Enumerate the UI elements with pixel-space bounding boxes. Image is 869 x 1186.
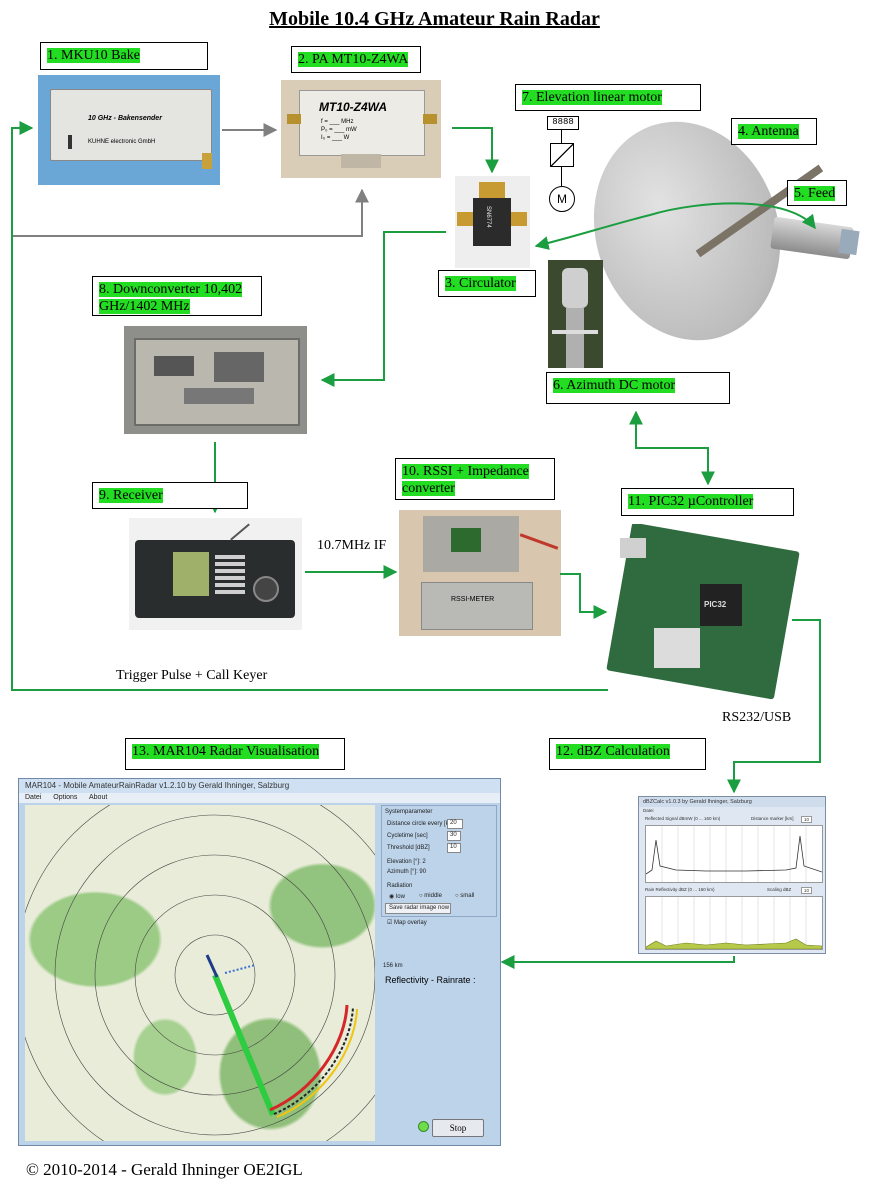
save-radar-image-button[interactable]: Save radar image now xyxy=(385,903,451,914)
system-parameter-panel xyxy=(381,805,497,917)
rssi-photo: RSSI-METER xyxy=(399,510,561,636)
trigger-label: Trigger Pulse + Call Keyer xyxy=(116,668,268,683)
feed-to-circulator-arrow xyxy=(534,202,816,250)
param-distance-label: Distance circle every [km] xyxy=(387,821,456,827)
rssi-to-pic-arrow xyxy=(560,573,608,619)
elevation-readout: Elevation [°]: 2 xyxy=(387,859,426,865)
chart2-value[interactable]: 10 xyxy=(801,887,813,894)
chart2-label: Rain Reflectivity dBZ (0 ... 160 km) xyxy=(645,887,715,892)
rs232-label: RS232/USB xyxy=(722,710,792,725)
radio-small[interactable]: ○ small xyxy=(455,893,475,899)
mar104-title: MAR104 - Mobile AmateurRainRadar v1.2.10… xyxy=(19,779,500,793)
diagram-title: Mobile 10.4 GHz Amateur Rain Radar xyxy=(269,8,600,30)
stop-button[interactable]: Stop xyxy=(432,1119,484,1137)
status-led xyxy=(418,1121,429,1132)
chart1-value[interactable]: 10 xyxy=(801,816,813,823)
trigger-to-pa-arrow xyxy=(12,188,369,237)
bake-maker-text: KUHNE electronic GmbH xyxy=(88,139,156,145)
label-circulator: 3. Circulator xyxy=(438,270,536,297)
if-label: 10.7MHz IF xyxy=(317,538,387,553)
menu-options[interactable]: Options xyxy=(53,794,78,801)
circulator-photo: SN6774 xyxy=(455,176,530,268)
azimuth-to-pic-arrow xyxy=(629,410,715,486)
rain-reflectivity-chart xyxy=(645,896,823,950)
reflected-signal-chart xyxy=(645,825,823,883)
label-antenna: 4. Antenna xyxy=(731,118,817,145)
label-pa: 2. PA MT10-Z4WA xyxy=(291,46,421,73)
param-distance-input[interactable]: 20 xyxy=(447,819,463,829)
label-mku10-bake: 1. MKU10 Bake xyxy=(40,42,208,70)
param-cycletime-input[interactable]: 30 xyxy=(447,831,461,841)
dbz-to-visualisation-arrow xyxy=(500,955,735,969)
mar104-window: MAR104 - Mobile AmateurRainRadar v1.2.10… xyxy=(18,778,501,1146)
pic32-board-photo: PIC32 xyxy=(600,524,800,704)
bake-frequency-text: 10 GHz - Bakensender xyxy=(88,115,162,122)
chart2-control: Scaling dBZ xyxy=(767,887,792,892)
radiation-label: Radiation xyxy=(387,883,413,889)
linear-motor-symbol: 8888 M xyxy=(544,114,584,214)
param-threshold-label: Threshold [dBZ] xyxy=(387,845,430,851)
label-feed: 5. Feed xyxy=(787,180,847,206)
rssi-label: RSSI-METER xyxy=(451,596,495,603)
azimuth-readout: Azimuth [°]: 90 xyxy=(387,869,427,875)
label-rssi: 10. RSSI + Impedance converter xyxy=(395,458,555,500)
label-receiver: 9. Receiver xyxy=(92,482,248,509)
trigger-line xyxy=(11,121,608,691)
motor-icon: M xyxy=(549,186,575,212)
chart1-control: Distance marker [km] xyxy=(751,816,794,821)
copyright-footer: © 2010-2014 - Gerald Ihninger OE2IGL xyxy=(26,1160,303,1179)
bake-photo: 10 GHz - Bakensender KUHNE electronic Gm… xyxy=(38,75,220,185)
pic-to-dbz-arrow xyxy=(727,619,821,794)
menu-datei[interactable]: Datei xyxy=(25,794,42,801)
radio-low[interactable]: ◉ low xyxy=(389,894,405,900)
azimuth-motor-photo xyxy=(548,260,603,368)
radio-middle[interactable]: ○ middle xyxy=(419,893,442,899)
map-overlay-checkbox[interactable]: ☑ Map overlay xyxy=(387,920,427,926)
radar-map[interactable] xyxy=(25,805,375,1141)
dbz-menu[interactable]: Datei xyxy=(643,808,654,813)
pa-model-text: MT10-Z4WA xyxy=(319,100,388,114)
receiver-photo xyxy=(129,518,302,630)
chart1-label: Reflected Signal dBmW (0 ... 160 km) xyxy=(645,816,721,821)
reflectivity-readout: Reflectivity - Rainrate : xyxy=(385,975,476,985)
label-elevation-motor: 7. Elevation linear motor xyxy=(515,84,701,111)
pa-to-circulator-arrow xyxy=(452,127,499,174)
label-pic32: 11. PIC32 µController xyxy=(621,488,794,516)
param-cycletime-label: Cycletime [sec] xyxy=(387,833,428,839)
label-mar104: 13. MAR104 Radar Visualisation xyxy=(125,738,345,770)
downconverter-photo xyxy=(124,326,307,434)
label-downconverter: 8. Downconverter 10,402 GHz/1402 MHz xyxy=(92,276,262,316)
pic-chip-label: PIC32 xyxy=(704,600,727,609)
panel-title: Systemparameter xyxy=(385,809,433,815)
label-azimuth-motor: 6. Azimuth DC motor xyxy=(546,372,730,404)
circulator-to-downconverter-arrow xyxy=(320,231,446,387)
mar104-menu: Datei Options About xyxy=(19,793,500,803)
label-dbz-calculation: 12. dBZ Calculation xyxy=(549,738,706,770)
param-threshold-input[interactable]: 10 xyxy=(447,843,461,853)
circulator-marking: SN6774 xyxy=(485,206,491,228)
menu-about[interactable]: About xyxy=(88,794,108,801)
range-readout: 156 km xyxy=(383,963,403,969)
dbz-title: dBZCalc v1.0.3 by Gerald Ihninger, Salzb… xyxy=(639,797,825,807)
dbz-window: dBZCalc v1.0.3 by Gerald Ihninger, Salzb… xyxy=(638,796,826,954)
